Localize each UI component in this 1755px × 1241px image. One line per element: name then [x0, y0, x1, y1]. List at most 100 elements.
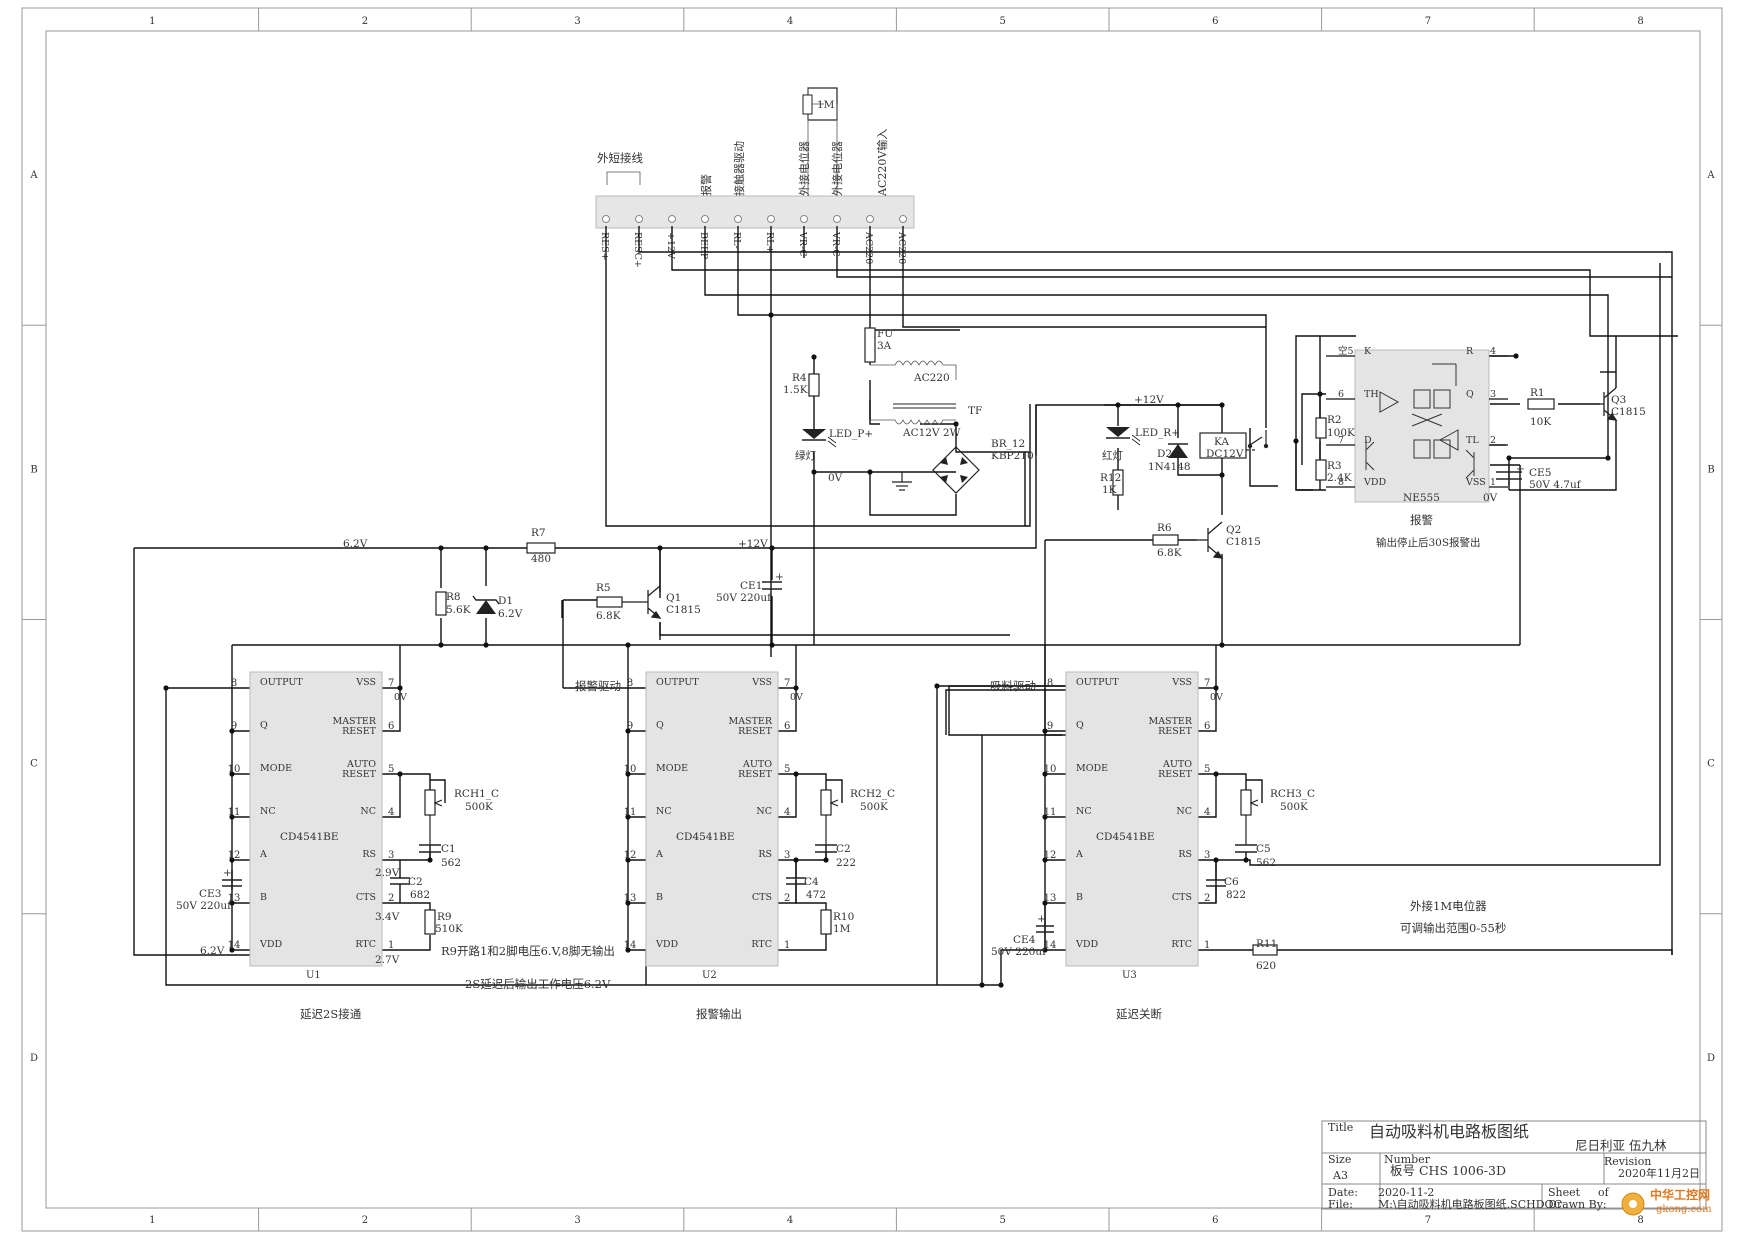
connector-pin-icon	[635, 215, 643, 223]
zone-col-top: 5	[1000, 16, 1006, 27]
chip-pin-name: RS	[1178, 849, 1192, 860]
r9-ref: R9	[437, 911, 452, 923]
r10-value: 1M	[833, 923, 851, 935]
tb-number-label: Number	[1384, 1153, 1431, 1166]
chip-pin-number: 12	[624, 850, 637, 861]
junction-dot	[811, 354, 817, 360]
watermark-url: gkong.com	[1656, 1204, 1712, 1215]
note-r9: R9开路1和2脚电压6.V,8脚无输出	[441, 944, 615, 958]
chip-pin-number: 7	[784, 678, 790, 689]
connector-pin-icon	[734, 215, 742, 223]
ne555-pin-name: VSS	[1465, 477, 1486, 488]
title-block	[1321, 1120, 1707, 1210]
ne555-pin-name: K	[1364, 346, 1372, 357]
chip-pin-name: RS	[758, 849, 772, 860]
junction-dot	[625, 771, 631, 777]
ground-icon	[892, 472, 912, 491]
junction-dot	[1605, 455, 1611, 461]
chip-ref: U1	[306, 970, 321, 981]
junction-dot	[483, 642, 489, 648]
zone-col-bottom: 8	[1637, 1215, 1643, 1226]
junction-dot	[768, 312, 774, 318]
junction-dot	[934, 683, 940, 689]
connector-function-label: 接触器驱动	[732, 141, 746, 196]
junction-dot	[1042, 947, 1048, 953]
chip-pin-name: Q	[656, 720, 664, 731]
chip-pin-number: 13	[624, 893, 637, 904]
r12-value: 1K	[1102, 484, 1117, 496]
junction-dot	[1219, 402, 1225, 408]
u1-pin3-voltage: 2.9V	[375, 867, 400, 879]
chip-pin-name: MODE	[260, 763, 292, 774]
zone-row-right: C	[1707, 759, 1715, 770]
junction-dot	[625, 642, 631, 648]
zone-col-top: 1	[149, 16, 155, 27]
rch1-pot-icon	[424, 774, 443, 845]
c6-ref: C6	[1224, 876, 1239, 888]
chip-pin-number: 9	[627, 721, 633, 732]
ce1-value: 50V 220uf	[716, 592, 772, 604]
chip-pin-number: 13	[228, 893, 241, 904]
ne555-pin-number: 空5	[1338, 345, 1354, 357]
r2-ref: R2	[1327, 414, 1342, 426]
r5-value: 6.8K	[596, 610, 621, 622]
chip-pin-number: 8	[627, 678, 633, 689]
chip-pin-number: 7	[388, 678, 394, 689]
ne555-part: NE555	[1403, 492, 1440, 504]
chip-pin-number: 4	[388, 807, 394, 818]
chip-pin-number: 5	[784, 764, 790, 775]
junction-dot	[1506, 455, 1512, 461]
chip-pin-name: NC	[360, 806, 376, 817]
c1-ref: C1	[441, 843, 456, 855]
chip-pin-number: 12	[228, 850, 241, 861]
svg-text:+: +	[1037, 913, 1046, 925]
zone-col-bottom: 1	[149, 1215, 155, 1226]
net-6v2: 6.2V	[343, 538, 368, 550]
connector-function-label: 报警	[699, 174, 713, 196]
chip-pin-name: RTC	[1171, 939, 1192, 950]
chip-pin-number: 7	[1204, 678, 1210, 689]
junction-dot	[1513, 353, 1519, 359]
chip-pin-number: 10	[1044, 764, 1057, 775]
chip-pin-name: VDD	[1075, 939, 1098, 950]
r7-ref: R7	[531, 527, 546, 539]
chip-pin-name: VSS	[751, 677, 772, 688]
chip-pin-number: 3	[388, 850, 394, 861]
rch3-value: 500K	[1280, 801, 1308, 813]
tb-of-label: of	[1598, 1186, 1610, 1199]
connector-function-label: AC220V输入	[875, 129, 889, 197]
ne555-pin-number: 2	[1490, 435, 1496, 446]
chip-pin-name: RTC	[355, 939, 376, 950]
junction-dot	[793, 771, 799, 777]
zone-row-right: D	[1707, 1053, 1715, 1064]
pot-label: 1M	[817, 99, 835, 111]
chip-pin-number: 4	[784, 807, 790, 818]
short-link-label: 外短接线	[597, 151, 643, 165]
connector-pin-label: RL-	[731, 232, 742, 249]
connector-pin-label: +12V	[665, 232, 676, 259]
tb-file-label: File:	[1328, 1198, 1353, 1211]
chip-pin-number: 6	[784, 721, 790, 732]
ne555-pin-number: 7	[1338, 435, 1344, 446]
tb-drawn-label: Drawn By:	[1548, 1198, 1607, 1211]
zone-row-right: B	[1707, 464, 1714, 475]
chip-pin-number: 4	[1204, 807, 1210, 818]
chip-pin-name: VDD	[655, 939, 678, 950]
junction-dot	[229, 947, 235, 953]
zone-row-left: D	[30, 1053, 38, 1064]
ne555-pin-number: 3	[1490, 389, 1496, 400]
u1-pin1-voltage: 2.7V	[375, 954, 400, 966]
chip-pin-name: CTS	[356, 892, 376, 903]
junction-dot	[1293, 438, 1299, 444]
junction-dot	[625, 857, 631, 863]
chip-pin-number: 2	[784, 893, 790, 904]
chip-pin-name: A	[655, 849, 663, 860]
ce4-ref: CE4	[1013, 934, 1036, 946]
junction-dot	[229, 728, 235, 734]
chip-pin-name: B	[656, 892, 663, 903]
zone-col-top: 7	[1425, 16, 1431, 27]
